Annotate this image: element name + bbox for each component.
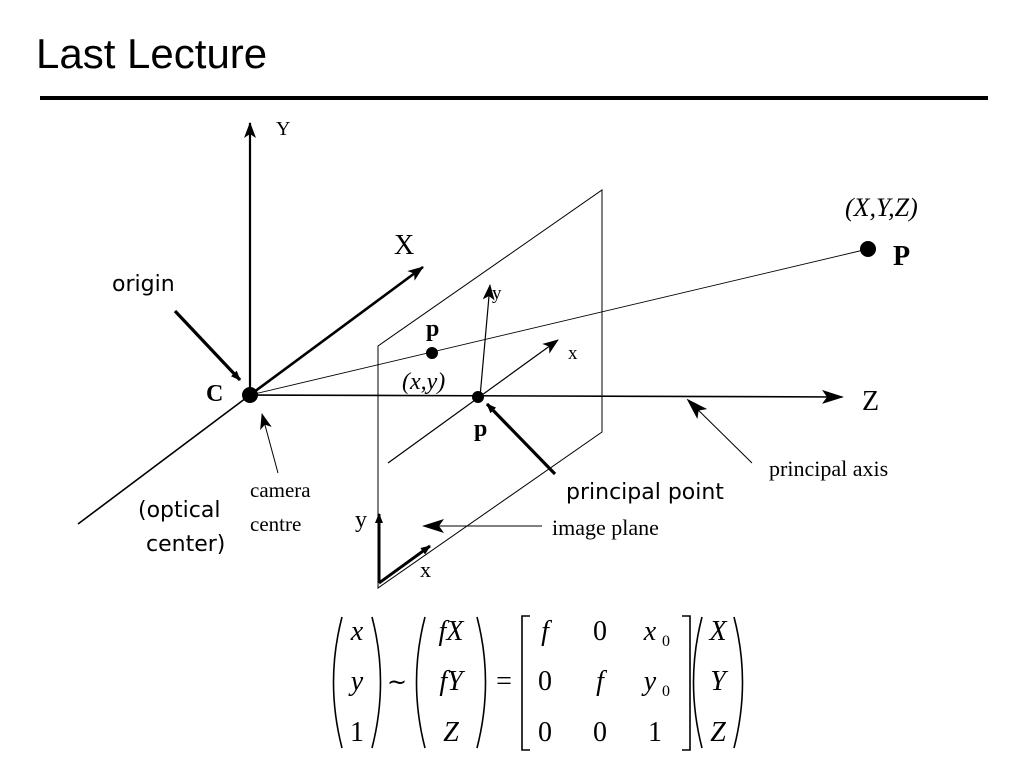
world-point-label: P xyxy=(893,241,910,272)
lhs-x: x xyxy=(350,616,364,647)
image-plane-text: image plane xyxy=(552,515,659,540)
mid-paren-right xyxy=(476,616,487,749)
image-point-label: p xyxy=(426,316,439,342)
title-divider xyxy=(40,96,988,100)
similar-sign: ~ xyxy=(387,668,407,696)
matrix-r2c3-subscript: 0 xyxy=(662,683,670,700)
optical-center-line1: (optical xyxy=(138,498,220,523)
camera-centre-arrow xyxy=(260,413,279,474)
corner-x-axis xyxy=(378,544,431,585)
mid-fX: fX xyxy=(439,616,465,647)
image-point-coords: (x,y) xyxy=(402,369,445,395)
matrix-r1c2: 0 xyxy=(593,616,607,647)
world-x-axis-negative xyxy=(77,394,251,525)
principal-axis-arrow xyxy=(686,398,753,464)
image-point-marker xyxy=(426,347,438,359)
rhs-Z: Z xyxy=(710,717,726,748)
image-plane xyxy=(377,189,603,589)
projection-equation: x y 1 ~ fX fY Z = f 0 x 0 0 f y 0 0 0 1 … xyxy=(332,615,744,751)
lhs-paren-left xyxy=(332,616,343,749)
rhs-X: X xyxy=(708,616,727,647)
matrix-r1c1: f xyxy=(541,616,552,647)
world-y-label: Y xyxy=(276,118,290,140)
world-z-label: Z xyxy=(862,386,879,417)
projection-ray xyxy=(249,248,869,396)
principal-axis-line xyxy=(249,389,844,404)
image-plane-y-axis xyxy=(479,284,495,398)
matrix-r3c1: 0 xyxy=(538,717,552,748)
lhs-1: 1 xyxy=(350,717,364,748)
optical-center-line2: center) xyxy=(146,532,225,557)
image-x-label: x xyxy=(568,343,578,364)
camera-label-line2: centre xyxy=(250,512,301,536)
corner-x-label: x xyxy=(420,557,431,582)
camera-label-line1: camera xyxy=(250,478,311,502)
mid-paren-left xyxy=(415,616,426,749)
world-point-coords: (X,Y,Z) xyxy=(845,193,918,222)
world-x-axis xyxy=(249,265,424,397)
principal-axis-text: principal axis xyxy=(769,456,888,481)
lhs-paren-right xyxy=(371,616,382,749)
principal-point-arrow xyxy=(485,402,557,476)
matrix-r1c3-subscript: 0 xyxy=(662,633,670,650)
matrix-r3c3: 1 xyxy=(648,717,662,748)
corner-y-label: y xyxy=(355,507,367,533)
origin-label: origin xyxy=(112,272,175,297)
matrix-r3c2: 0 xyxy=(593,717,607,748)
matrix-bracket-left xyxy=(521,615,530,751)
principal-point-marker xyxy=(472,391,484,403)
principal-point-text: principal point xyxy=(566,480,724,505)
slide-title: Last Lecture xyxy=(36,30,268,77)
rhs-paren-left xyxy=(692,616,703,749)
lhs-y: y xyxy=(348,666,364,697)
image-y-label: y xyxy=(492,283,502,304)
camera-centre-point xyxy=(242,387,258,403)
matrix-r2c1: 0 xyxy=(538,666,552,697)
mid-fY: fY xyxy=(439,666,466,697)
matrix-bracket-right xyxy=(682,615,691,751)
rhs-Y: Y xyxy=(710,666,729,697)
origin-arrow xyxy=(173,309,242,382)
mid-Z: Z xyxy=(443,717,459,748)
image-plane-x-axis xyxy=(387,339,559,464)
equals-sign: = xyxy=(496,666,512,697)
world-x-label: X xyxy=(394,230,414,261)
matrix-r2c3: y xyxy=(641,666,657,697)
matrix-r1c3: x xyxy=(643,616,657,647)
world-point-marker xyxy=(860,241,876,257)
principal-point-label: p xyxy=(474,416,487,442)
matrix-r2c2: f xyxy=(596,666,607,697)
camera-centre-label: C xyxy=(206,381,223,407)
rhs-paren-right xyxy=(733,616,744,749)
